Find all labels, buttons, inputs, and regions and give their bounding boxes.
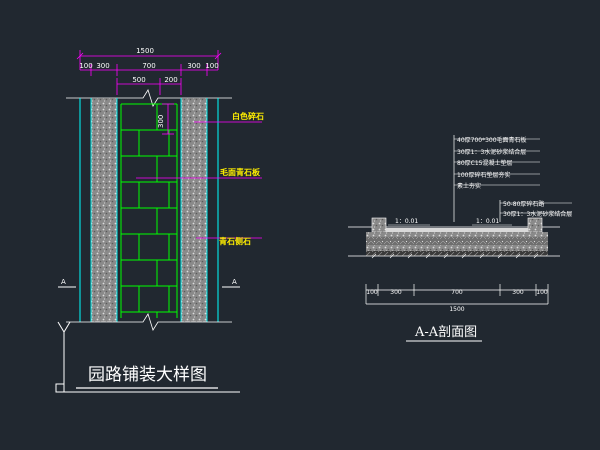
label-bluestone-curb: 青石侧石 (219, 236, 251, 246)
section-layer-earth (366, 251, 548, 256)
slope-right: 1：0.01 (476, 218, 499, 225)
layer-label-4: 100厚碎石垫层夯实 (457, 171, 510, 179)
section-view: 40厚700*300毛面青石板 30厚1：3水泥砂浆结合层 80厚C15混凝土垫… (348, 135, 572, 342)
plan-view: 1500 100 300 700 300 100 500 200 (55, 47, 264, 393)
plan-dim-vertical-text: 300 (157, 115, 165, 128)
plan-title: 园路铺装大样图 (88, 365, 207, 385)
plan-dim-300-left: 300 (96, 62, 109, 70)
section-dim-300-right: 300 (512, 289, 524, 296)
label-white-gravel: 白色碎石 (232, 111, 264, 121)
section-mark-right: A (232, 278, 237, 286)
section-mark-left: A (61, 278, 66, 286)
plan-dimension-row2 (80, 64, 218, 76)
section-title: A-A剖面图 (414, 325, 477, 340)
label-rough-bluestone: 毛面青石板 (220, 167, 261, 177)
section-curb-left (371, 217, 387, 233)
section-dim-300-left: 300 (390, 289, 402, 296)
plan-dim-500: 500 (132, 76, 145, 84)
plan-dim-100-left: 100 (79, 62, 92, 70)
layer-label-1: 40厚700*300毛面青石板 (457, 136, 527, 144)
plan-dim-700: 700 (142, 62, 155, 70)
plan-dim-100-right: 100 (205, 62, 218, 70)
section-layer-gravel (366, 245, 548, 251)
plan-bluestone-paving (120, 103, 178, 318)
plan-break-line-bottom (66, 313, 232, 331)
plan-dim-200: 200 (164, 76, 177, 84)
plan-gravel-strip-right (181, 98, 207, 322)
plan-dimension-vertical (162, 103, 174, 135)
section-dim-700: 700 (451, 289, 463, 296)
layer-label-3: 80厚C15混凝土垫层 (457, 159, 512, 167)
plan-dimension-row3 (116, 78, 182, 95)
section-curb-right (527, 217, 543, 233)
section-dim-100-right: 100 (536, 289, 548, 296)
layer-label-5: 素土夯实 (457, 182, 481, 190)
section-leader-ticks (454, 138, 540, 186)
slope-left: 1：0.01 (395, 218, 418, 225)
section-dim-100-left: 100 (366, 289, 378, 296)
layer-label-2: 30厚1：3水泥砂浆结合层 (457, 148, 526, 156)
section-earth-hatch (371, 253, 539, 259)
edge-layer-label-2: 30厚1：3水泥砂浆结合层 (503, 210, 572, 218)
plan-break-line-top (66, 89, 232, 107)
plan-leaders (136, 121, 262, 239)
plan-gravel-strip-left (91, 98, 117, 322)
ucs-y-axis-icon (55, 321, 240, 393)
plan-dim-300-right: 300 (187, 62, 200, 70)
plan-curb-lines (90, 98, 208, 322)
section-layer-mortar (366, 232, 548, 237)
section-dim-total: 1500 (449, 306, 464, 313)
section-layer-concrete (366, 237, 548, 245)
plan-dimension-total (76, 50, 222, 70)
section-dimension-lines (365, 284, 549, 305)
edge-layer-label-1: 50-80厚碎石路 (503, 200, 544, 208)
section-layer-stone (386, 228, 528, 232)
plan-dim-total-text: 1500 (136, 47, 154, 55)
edge-leader-ticks (500, 202, 572, 214)
plan-outer-walls (79, 98, 219, 322)
